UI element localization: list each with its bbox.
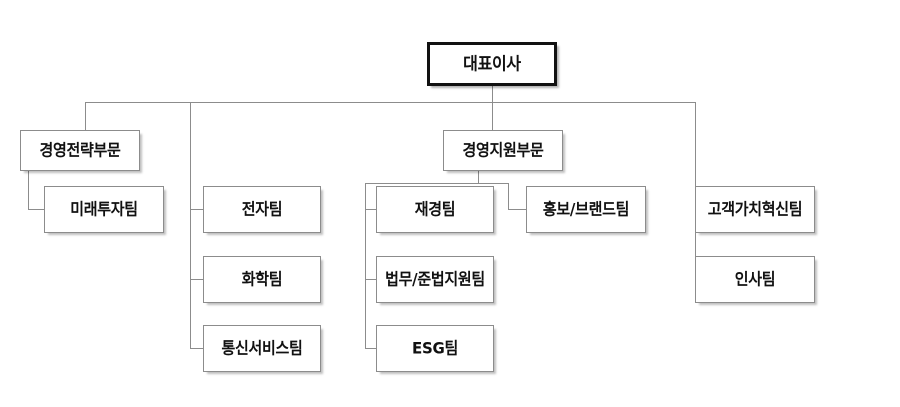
node-label-ceo: 대표이사 <box>463 53 521 74</box>
connector-main-bus <box>85 102 696 103</box>
connector-stub-electronics <box>190 209 204 210</box>
node-label-esg-team: ESG팀 <box>412 338 458 358</box>
node-label-customer-value-innovation-team: 고객가치혁신팀 <box>707 199 803 219</box>
connector-trunk-support-teams <box>365 183 366 348</box>
node-label-support-division: 경영지원부문 <box>462 140 544 160</box>
connector-stub-legal <box>365 279 377 280</box>
node-label-future-investment-team: 미래투자팀 <box>70 199 138 219</box>
node-hr-team[interactable]: 인사팀 <box>695 256 815 303</box>
connector-stub-pr-brand <box>508 209 527 210</box>
node-label-telecom-service-team: 통신서비스팀 <box>221 338 303 358</box>
node-future-investment-team[interactable]: 미래투자팀 <box>44 186 164 233</box>
connector-drop-strategy <box>85 102 86 131</box>
connector-stub-future-invest <box>28 209 46 210</box>
node-label-chemical-team: 화학팀 <box>241 269 283 289</box>
connector-drop-support <box>492 102 493 131</box>
connector-stub-esg <box>365 348 377 349</box>
node-pr-brand-team[interactable]: 홍보/브랜드팀 <box>526 186 646 233</box>
node-telecom-service-team[interactable]: 통신서비스팀 <box>203 325 321 372</box>
node-label-strategy-division: 경영전략부문 <box>39 140 121 160</box>
node-chemical-team[interactable]: 화학팀 <box>203 256 321 303</box>
node-support-division[interactable]: 경영지원부문 <box>443 130 563 171</box>
connector-support-stem <box>478 171 479 184</box>
connector-stub-telecom <box>190 348 204 349</box>
node-label-legal-compliance-team: 법무/준법지원팀 <box>385 269 485 289</box>
node-strategy-division[interactable]: 경영전략부문 <box>20 130 140 171</box>
node-label-electronics-team: 전자팀 <box>241 199 283 219</box>
connector-trunk-business-teams <box>190 102 191 348</box>
connector-stub-chemical <box>190 279 204 280</box>
connector-drop-pr-brand <box>508 183 509 210</box>
node-legal-compliance-team[interactable]: 법무/준법지원팀 <box>376 256 494 303</box>
node-label-pr-brand-team: 홍보/브랜드팀 <box>542 199 630 219</box>
connector-support-bus <box>365 183 509 184</box>
node-ceo[interactable]: 대표이사 <box>427 42 557 86</box>
node-electronics-team[interactable]: 전자팀 <box>203 186 321 233</box>
connector-stub-finance <box>365 209 377 210</box>
node-label-hr-team: 인사팀 <box>734 269 776 289</box>
connector-drop-future-invest <box>28 170 29 209</box>
node-label-finance-team: 재경팀 <box>414 199 456 219</box>
connector-ceo-stem <box>492 85 493 103</box>
node-esg-team[interactable]: ESG팀 <box>376 325 494 372</box>
node-customer-value-innovation-team[interactable]: 고객가치혁신팀 <box>695 186 815 233</box>
node-finance-team[interactable]: 재경팀 <box>376 186 494 233</box>
